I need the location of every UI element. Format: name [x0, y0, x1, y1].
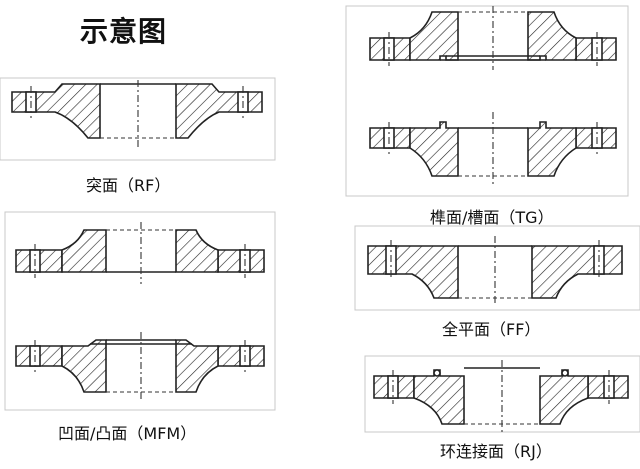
tg-lower-flange-drawing — [369, 112, 617, 186]
tg-caption: 榫面/槽面（TG） — [430, 208, 554, 227]
mfm-caption: 凹面/凸面（MFM） — [58, 424, 197, 443]
page-title: 示意图 — [80, 15, 168, 48]
tg-upper-left-hub — [409, 11, 459, 61]
ff-caption: 全平面（FF） — [442, 320, 541, 339]
mfm-upper-flange-drawing — [15, 222, 265, 284]
ff-flange-drawing — [367, 236, 623, 306]
rf-caption: 突面（RF） — [86, 176, 171, 195]
rf-flange-drawing — [11, 80, 263, 148]
rf-right-section — [175, 83, 263, 139]
ff-panel-frame — [354, 225, 640, 311]
rj-caption: 环连接面（RJ） — [440, 442, 552, 461]
tg-upper-flange-drawing — [369, 6, 617, 70]
mfm-lower-flange-drawing — [15, 332, 265, 402]
rj-flange-drawing — [373, 360, 629, 432]
tg-panel-frame — [345, 5, 629, 197]
rf-panel-frame — [0, 77, 276, 161]
mfm-panel-frame — [4, 211, 276, 411]
tg-upper-right-hub — [527, 11, 577, 61]
